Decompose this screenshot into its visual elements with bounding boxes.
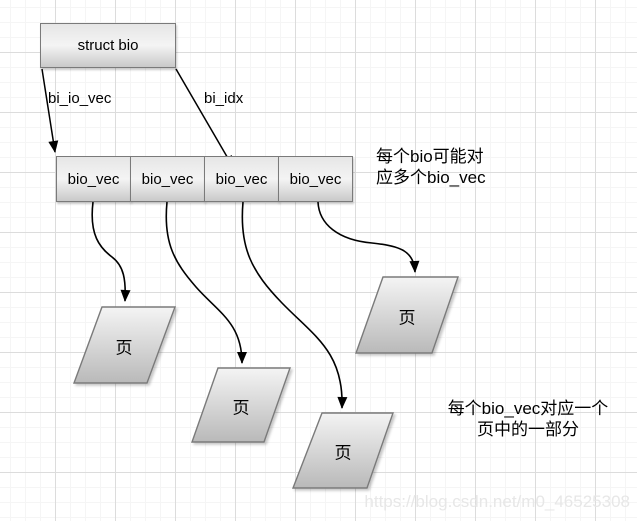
- struct-bio-box: struct bio: [40, 23, 176, 68]
- edge-label-bi-io-vec: bi_io_vec: [48, 90, 112, 107]
- annotation-bio: 每个bio可能对 应多个bio_vec: [376, 146, 486, 188]
- page-label-3: 页: [334, 443, 352, 463]
- bio-vec-box-1: bio_vec: [56, 156, 131, 202]
- struct-bio-label: struct bio: [77, 37, 139, 54]
- annotation-vec: 每个bio_vec对应一个 页中的一部分: [428, 398, 628, 440]
- page-label-4: 页: [398, 308, 416, 328]
- annotation-bio-line1: 每个bio可能对: [376, 147, 484, 166]
- bio-vec-box-3: bio_vec: [204, 156, 279, 202]
- page-parallelogram-2: [191, 367, 291, 443]
- bio-vec-label: bio_vec: [141, 170, 194, 188]
- bio-vec-box-2: bio_vec: [130, 156, 205, 202]
- page-parallelogram-1: [72, 306, 177, 384]
- bio-vec-label: bio_vec: [67, 170, 120, 188]
- annotation-bio-line2: 应多个bio_vec: [376, 168, 486, 187]
- page-parallelogram-3: [291, 412, 394, 489]
- pointer-arrow-bi-io-vec: [41, 68, 59, 153]
- edge-label-bi-idx: bi_idx: [204, 90, 244, 107]
- connector-biovec1-page1: [91, 201, 131, 302]
- page-parallelogram-4: [355, 276, 459, 354]
- bio-vec-label: bio_vec: [215, 170, 268, 188]
- annotation-vec-line2: 页中的一部分: [477, 420, 579, 439]
- watermark-url: https://blog.csdn.net/m0_46525308: [364, 492, 630, 511]
- connector-biovec4-page4: [317, 201, 420, 273]
- connector-biovec3-page3: [241, 201, 348, 409]
- pointer-arrow-bi-idx: [175, 68, 234, 168]
- connector-biovec2-page2: [165, 201, 247, 364]
- annotation-vec-line1: 每个bio_vec对应一个: [447, 399, 609, 418]
- page-label-2: 页: [232, 398, 250, 418]
- bio-vec-label: bio_vec: [289, 170, 342, 188]
- page-label-1: 页: [115, 338, 133, 358]
- bio-vec-box-4: bio_vec: [278, 156, 353, 202]
